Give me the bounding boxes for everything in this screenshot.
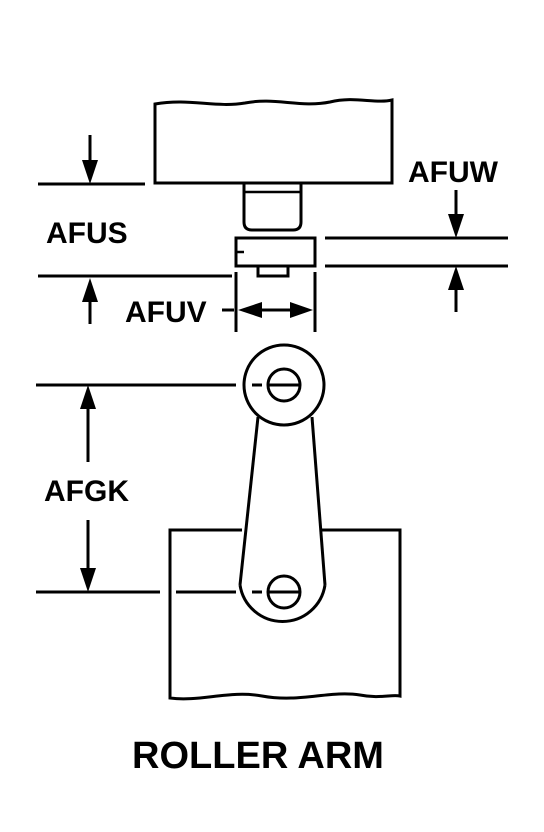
afus-label: AFUS xyxy=(46,217,128,250)
plunger-stem xyxy=(242,183,303,232)
afgk-dimension: AFGK xyxy=(36,383,262,594)
afus-dimension: AFUS xyxy=(38,135,232,324)
roller-arm xyxy=(238,343,327,623)
plunger-head xyxy=(234,236,317,278)
afgk-label: AFGK xyxy=(44,475,129,508)
afuw-label: AFUW xyxy=(408,156,499,189)
switch-body-bottom xyxy=(168,528,402,701)
figure-title: ROLLER ARM xyxy=(132,735,384,777)
afuv-label: AFUV xyxy=(125,296,207,329)
afuw-dimension: AFUW xyxy=(325,156,508,312)
afuv-dimension: AFUV xyxy=(125,272,317,332)
switch-body-top xyxy=(153,98,394,185)
